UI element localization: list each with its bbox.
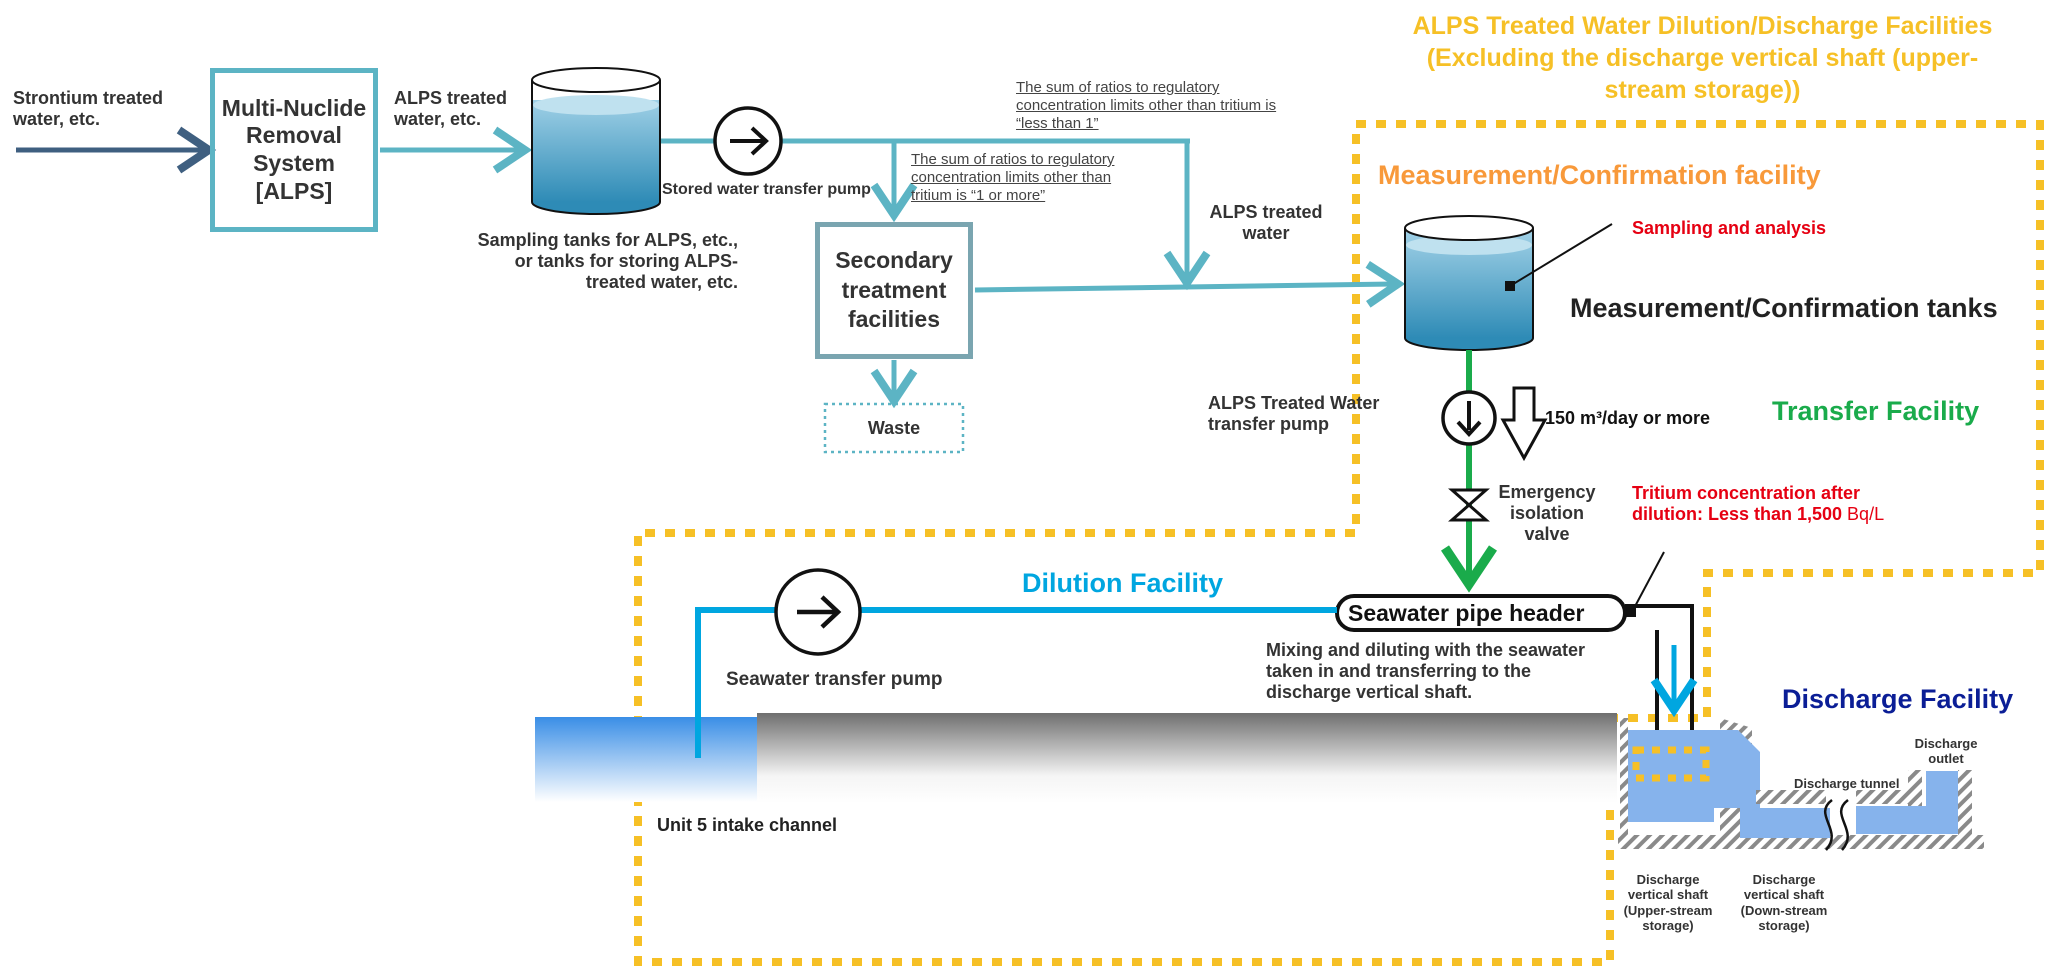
seawater-pump-label: Seawater transfer pump <box>726 669 943 690</box>
lower-shaft-label: Discharge vertical shaft (Down-stream st… <box>1740 872 1828 933</box>
tritium-text: Tritium concentration after dilution: Le… <box>1632 483 1861 525</box>
strontium-label: Strontium treated water, etc. <box>13 88 164 130</box>
discharge-structure <box>1618 718 1984 851</box>
upper-shaft-dotted-box <box>1632 746 1710 782</box>
seawater-transfer-pump-icon <box>774 568 862 656</box>
tritium-label: Tritium concentration after dilution: Le… <box>1632 483 1884 525</box>
seawater-line <box>695 607 1337 758</box>
stored-pump-label: Stored water transfer pump <box>662 181 871 198</box>
waste-box-border <box>823 402 965 454</box>
alps-treated-label: ALPS treated water, etc. <box>394 88 508 130</box>
sampling-analysis-label: Sampling and analysis <box>1632 218 1827 238</box>
secondary-treatment-label: Secondary treatment facilities <box>835 246 953 333</box>
ground <box>757 713 1617 803</box>
upper-shaft-label: Discharge vertical shaft (Upper-stream s… <box>1623 872 1713 933</box>
alps-system-box: Multi-Nuclide Removal System [ALPS] <box>210 68 378 232</box>
dilution-title: Dilution Facility <box>1022 568 1224 598</box>
flow-direction-arrow <box>1500 386 1548 462</box>
tritium-unit: Bq/L <box>1842 504 1885 525</box>
isolation-valve-icon <box>1448 488 1490 522</box>
note-less-than-1: The sum of ratios to regulatory concentr… <box>1016 79 1277 132</box>
transfer-facility-title: Transfer Facility <box>1772 396 1980 426</box>
note-1-or-more: The sum of ratios to regulatory concentr… <box>911 151 1115 204</box>
facility-title: ALPS Treated Water Dilution/Discharge Fa… <box>1412 12 1993 104</box>
measurement-title: Measurement/Confirmation facility <box>1378 160 1821 190</box>
waste-box: Waste <box>825 404 963 452</box>
sampling-leader <box>1509 223 1613 287</box>
alps-transfer-pump-icon <box>1441 390 1497 446</box>
discharge-tunnel-label: Discharge tunnel <box>1794 776 1900 791</box>
flow-rate-label: 150 m³/day or more <box>1545 408 1711 428</box>
discharge-facility-title: Discharge Facility <box>1782 684 2014 714</box>
tritium-leader <box>1631 551 1665 613</box>
discharge-outlet-label: Discharge outlet <box>1914 736 1978 767</box>
mixing-label: Mixing and diluting with the seawater ta… <box>1266 640 1586 703</box>
seawater-header-label: Seawater pipe header <box>1348 600 1585 626</box>
isolation-valve-label: Emergency isolation valve <box>1498 482 1596 545</box>
secondary-treatment-box: Secondary treatment facilities <box>815 222 973 359</box>
measurement-tanks-label: Measurement/Confirmation tanks <box>1570 293 1998 323</box>
sampling-point <box>1505 281 1515 291</box>
pipe-to-measurement <box>974 261 1406 308</box>
sampling-tanks-label: Sampling tanks for ALPS, etc., or tanks … <box>477 230 738 293</box>
alps-transfer-pump-label: ALPS Treated Water transfer pump <box>1208 393 1380 435</box>
tritium-point <box>1626 607 1636 617</box>
intake-sea <box>535 717 757 802</box>
alps-treated-water-label: ALPS treated water <box>1209 202 1323 244</box>
alps-system-label: Multi-Nuclide Removal System [ALPS] <box>221 94 367 204</box>
intake-channel-label: Unit 5 intake channel <box>657 815 838 835</box>
waste-label: Waste <box>867 417 921 438</box>
sampling-tank <box>531 67 661 215</box>
stored-water-pump-icon <box>713 106 783 176</box>
